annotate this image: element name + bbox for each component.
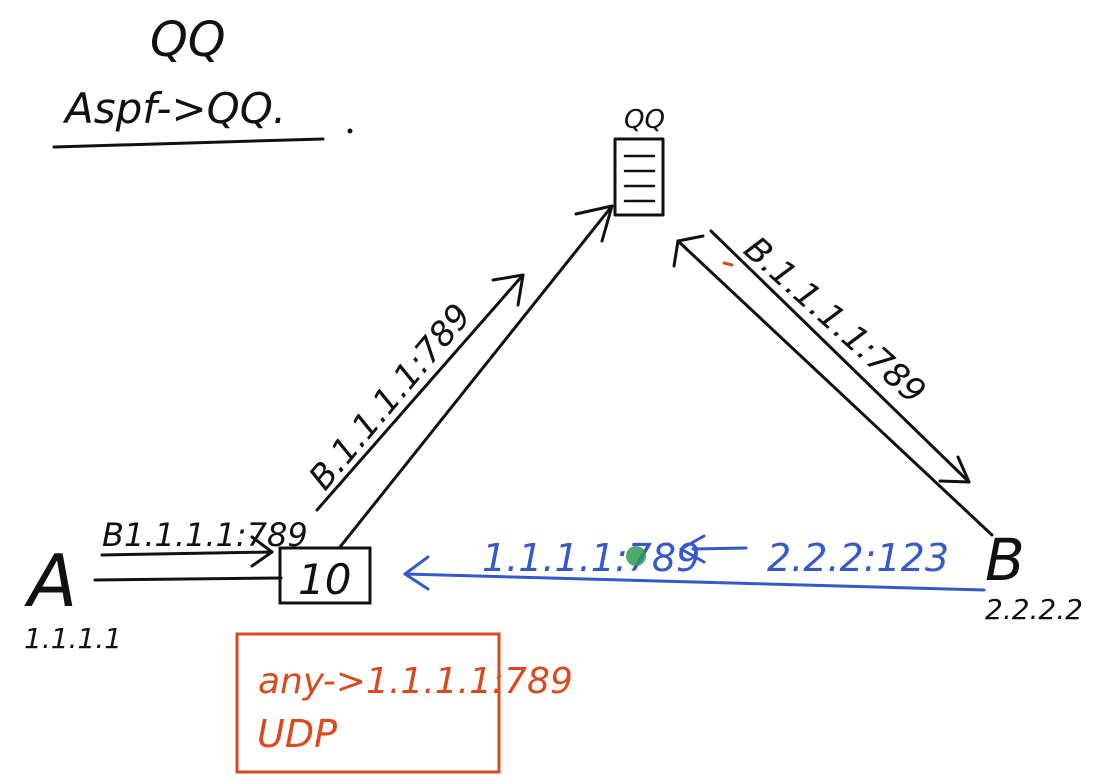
edge-nat-to-server-label: B.1.1.1.1:789	[301, 296, 479, 497]
server-icon	[613, 137, 665, 217]
title-dot	[347, 128, 353, 134]
annotation-line-2: UDP	[257, 712, 337, 756]
nat-to-server-second-arrowhead	[574, 204, 614, 243]
a-to-nat-arrow	[250, 535, 274, 568]
a-to-nat-base-line	[93, 576, 283, 582]
cursor-dot	[626, 546, 646, 566]
b-to-nat-blue-arrowhead	[403, 555, 430, 591]
nat-to-server-arrowhead	[491, 273, 525, 307]
nat-label: 10	[298, 555, 351, 604]
a-to-nat-upper-line	[100, 550, 274, 557]
title-heading: QQ	[150, 12, 226, 68]
server-to-b-red-tick	[722, 261, 734, 267]
server-to-b-line	[676, 239, 994, 537]
node-b-ip: 2.2.2.2	[985, 593, 1083, 626]
edge-b-to-nat-left-label: 1.1.1.1:789	[482, 536, 700, 580]
edge-server-to-b-label: B.1.1.1.1:789	[736, 229, 933, 412]
b-to-nat-inline-arrow-line	[691, 546, 748, 551]
title-subheading: Aspf->QQ.	[62, 84, 286, 133]
node-a-label: A	[24, 539, 77, 623]
nat-to-server-arrow-line	[315, 273, 525, 512]
server-to-b-right-arrowhead	[938, 455, 971, 484]
server-to-b-parallel-line	[709, 229, 971, 484]
b-to-nat-blue-line	[403, 572, 986, 592]
node-a-ip: 1.1.1.1	[24, 622, 122, 655]
node-b-label: B	[985, 526, 1025, 594]
nat-to-server-line	[338, 204, 614, 549]
title-underline	[52, 137, 325, 149]
annotation-line-1: any->1.1.1.1:789	[258, 661, 573, 702]
edge-a-to-nat-label: B1.1.1.1:789	[102, 516, 308, 554]
server-label: QQ	[624, 105, 665, 135]
b-to-nat-inline-arrowhead	[679, 534, 706, 564]
edge-b-to-nat-right-label: 2.2.2:123	[767, 536, 949, 580]
nat-box: 10	[278, 546, 372, 605]
server-to-b-left-arrowhead	[672, 234, 705, 268]
annotation-box: any->1.1.1.1:789 UDP	[235, 632, 573, 774]
